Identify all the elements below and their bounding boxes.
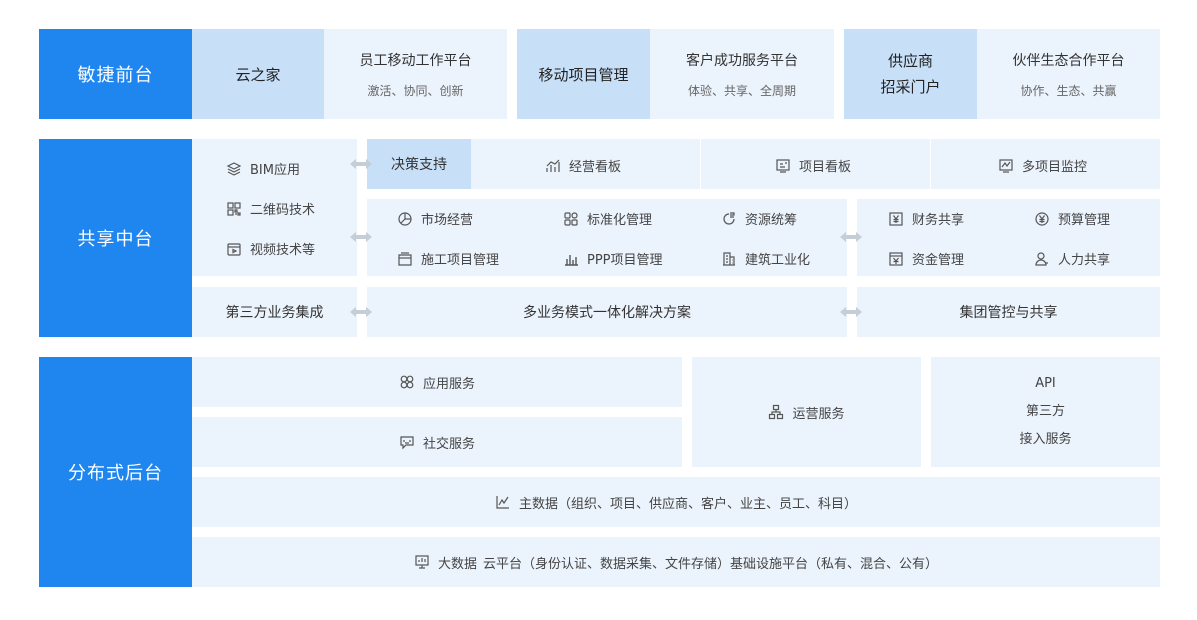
group-control-box[interactable]: 集团管控与共享 [857,287,1160,337]
chat-icon [399,434,415,450]
double-arrow-icon [350,159,372,169]
app-service-row: 应用服务 [399,373,475,392]
multi-mode-box[interactable]: 多业务模式一体化解决方案 [367,287,847,337]
decision-project-box[interactable] [701,139,930,189]
middle-layer-label: 共享中台 [39,139,192,337]
infrastructure-box[interactable]: 大数据 云平台（身份认证、数据采集、文件存储）基础设施平台（私有、混合、公有） [192,537,1160,587]
line-chart-icon [495,494,511,510]
decision-item-operations: 经营看板 [545,156,621,175]
user-icon [1034,251,1050,267]
business-item-market[interactable]: 市场经营 [397,209,473,228]
bar-chart-icon [563,251,579,267]
video-icon [226,241,242,257]
yen-box-icon [888,211,904,227]
tech-item-qrcode[interactable]: 二维码技术 [226,199,315,218]
finance-item-budget[interactable]: 预算管理 [1034,209,1110,228]
tech-item-video[interactable]: 视频技术等 [226,239,315,258]
decision-item-multi: 多项目监控 [998,156,1087,175]
decision-support-label[interactable]: 决策支持 [367,139,471,189]
decision-multi-box[interactable] [931,139,1160,189]
employee-platform-box[interactable]: 员工移动工作平台 激活、协同、创新 [324,29,507,119]
business-item-resource[interactable]: 资源统筹 [721,209,797,228]
double-arrow-icon [840,307,862,317]
finance-item-shared[interactable]: 财务共享 [888,209,964,228]
qrcode-icon [226,201,242,217]
yen-circle-icon [1034,211,1050,227]
front-layer-label: 敏捷前台 [39,29,192,119]
layers-icon [226,161,242,177]
resource-icon [721,211,737,227]
business-item-ppp[interactable]: PPP项目管理 [563,249,663,268]
grid-icon [563,211,579,227]
third-party-box[interactable]: 第三方业务集成 [192,287,357,337]
business-box [367,199,847,276]
monitor-icon [414,554,430,570]
folder-icon [397,251,413,267]
social-service-row: 社交服务 [399,433,475,452]
finance-box [857,199,1160,276]
customer-platform-box[interactable]: 客户成功服务平台 体验、共享、全周期 [650,29,834,119]
master-data-box[interactable]: 主数据（组织、项目、供应商、客户、业主、员工、科目） [192,477,1160,527]
fund-icon [888,251,904,267]
social-service-box[interactable]: 社交服务 [192,417,682,467]
app-service-box[interactable]: 应用服务 [192,357,682,407]
ops-service-row: 运营服务 [768,403,845,422]
building-icon [721,251,737,267]
partner-platform-box[interactable]: 伙伴生态合作平台 协作、生态、共赢 [977,29,1160,119]
pie-chart-icon [397,211,413,227]
business-item-construction[interactable]: 施工项目管理 [397,249,499,268]
business-item-industrial[interactable]: 建筑工业化 [721,249,810,268]
apps-icon [399,374,415,390]
master-data-row: 主数据（组织、项目、供应商、客户、业主、员工、科目） [495,493,857,512]
cloud-home-box[interactable]: 云之家 [192,29,324,119]
back-layer-label: 分布式后台 [39,357,192,587]
decision-operations-box[interactable] [471,139,700,189]
finance-item-hr[interactable]: 人力共享 [1034,249,1110,268]
double-arrow-icon [350,232,372,242]
ops-service-box[interactable]: 运营服务 [692,357,921,467]
double-arrow-icon [840,232,862,242]
supplier-portal-box[interactable]: 供应商 招采门户 [844,29,977,119]
chart-trend-icon [545,158,561,174]
network-icon [768,404,784,420]
tech-item-bim[interactable]: BIM应用 [226,159,300,178]
mobile-project-box[interactable]: 移动项目管理 [517,29,650,119]
monitor-chart-icon [998,158,1014,174]
infrastructure-row: 大数据 云平台（身份认证、数据采集、文件存储）基础设施平台（私有、混合、公有） [414,553,938,572]
double-arrow-icon [350,307,372,317]
business-item-standard[interactable]: 标准化管理 [563,209,652,228]
board-icon [775,158,791,174]
tech-box [192,139,357,276]
decision-item-project: 项目看板 [775,156,851,175]
api-box[interactable]: API 第三方 接入服务 [931,357,1160,467]
finance-item-fund[interactable]: 资金管理 [888,249,964,268]
